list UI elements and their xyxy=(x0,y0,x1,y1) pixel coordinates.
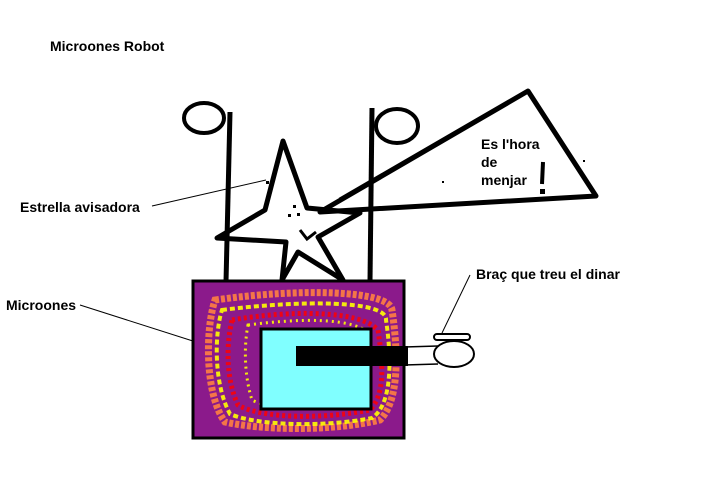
food-plate xyxy=(433,333,471,341)
speech-dot xyxy=(583,160,585,162)
swirl-yellow-mid xyxy=(214,301,392,427)
swirl-orange-outer xyxy=(204,289,400,432)
arm-bottom-edge xyxy=(403,363,439,366)
label-microwave: Microones xyxy=(6,297,77,313)
arm-hand xyxy=(433,340,475,368)
microwave-door-bar xyxy=(296,346,408,366)
exclamation-mark-icon xyxy=(540,161,545,194)
speech-line: menjar xyxy=(481,172,527,188)
right-antenna-pole xyxy=(367,107,375,283)
star-face xyxy=(266,181,300,217)
swirl-red-inner xyxy=(225,310,385,419)
speech-dot xyxy=(442,181,444,183)
left-antenna-ball xyxy=(182,101,226,135)
microwave-window xyxy=(259,327,373,411)
arm-top-edge xyxy=(403,345,439,348)
left-antenna-pole xyxy=(223,111,233,283)
speech-line: de xyxy=(481,154,498,170)
swirl-yellow-inner xyxy=(243,318,372,410)
arm-callout-line xyxy=(441,274,471,334)
speech-line: Es l'hora xyxy=(481,136,540,152)
right-antenna-ball xyxy=(374,107,420,145)
star-callout-line xyxy=(151,179,267,207)
label-arm: Braç que treu el dinar xyxy=(476,266,620,282)
speech-bubble-text: Es l'hora de menjar xyxy=(481,135,540,189)
diagram-title: Microones Robot xyxy=(50,38,165,54)
label-warning-star: Estrella avisadora xyxy=(20,199,140,215)
star-mouth xyxy=(298,229,317,242)
speech-bubble xyxy=(317,88,599,215)
microwave-callout-line xyxy=(79,304,197,343)
